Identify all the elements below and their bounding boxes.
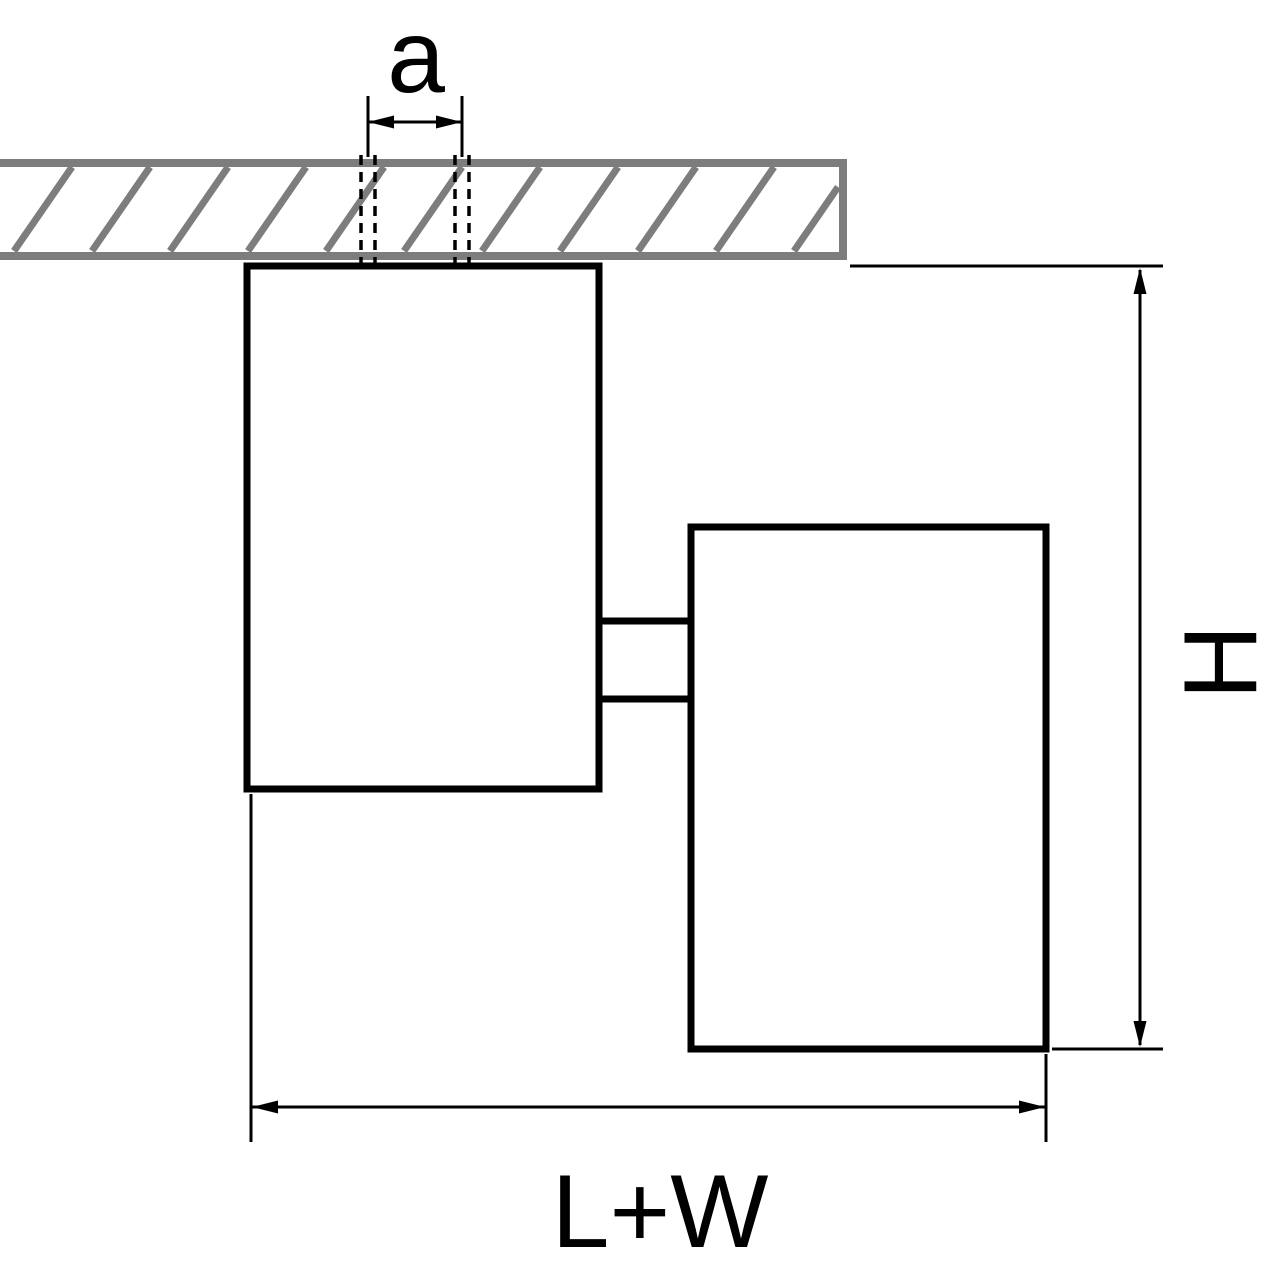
ceiling-hatch-line xyxy=(401,165,465,253)
ceiling-hatch-line xyxy=(479,165,543,253)
ceiling-hatch-line xyxy=(713,165,777,253)
ceiling-hatch-line xyxy=(11,165,75,253)
ceiling-slab xyxy=(0,159,847,260)
ceiling-hatch-line xyxy=(791,185,841,253)
fixture xyxy=(243,262,1050,1053)
arrowheads xyxy=(252,115,1147,1114)
dim-lw-label: L+W xyxy=(552,1154,769,1270)
dim-h-label: H xyxy=(1163,624,1279,699)
dimension-labels: a H L+W xyxy=(387,0,1279,1270)
dim-lw-arrowhead-left xyxy=(252,1100,278,1114)
dim-h-arrowhead-top xyxy=(1133,268,1147,294)
dim-lw-arrowhead-right xyxy=(1019,1100,1045,1114)
dim-a-label: a xyxy=(387,0,445,115)
ceiling-hatch-line xyxy=(167,165,231,253)
ceiling-hatch-line xyxy=(635,165,699,253)
dim-h-arrowhead-bottom xyxy=(1133,1021,1147,1047)
fixture-body-rect xyxy=(243,262,603,793)
dimension-annotations xyxy=(249,96,1163,1142)
ceiling-slab-outline xyxy=(0,159,847,260)
dim-a-arrowhead-left xyxy=(368,115,394,129)
dim-a-arrowhead-right xyxy=(436,115,462,129)
fixture-head-rect xyxy=(687,523,1050,1053)
ceiling-hatch-line xyxy=(245,165,309,253)
ceiling-hatch-line xyxy=(89,165,153,253)
ceiling-hatch-line xyxy=(557,165,621,253)
